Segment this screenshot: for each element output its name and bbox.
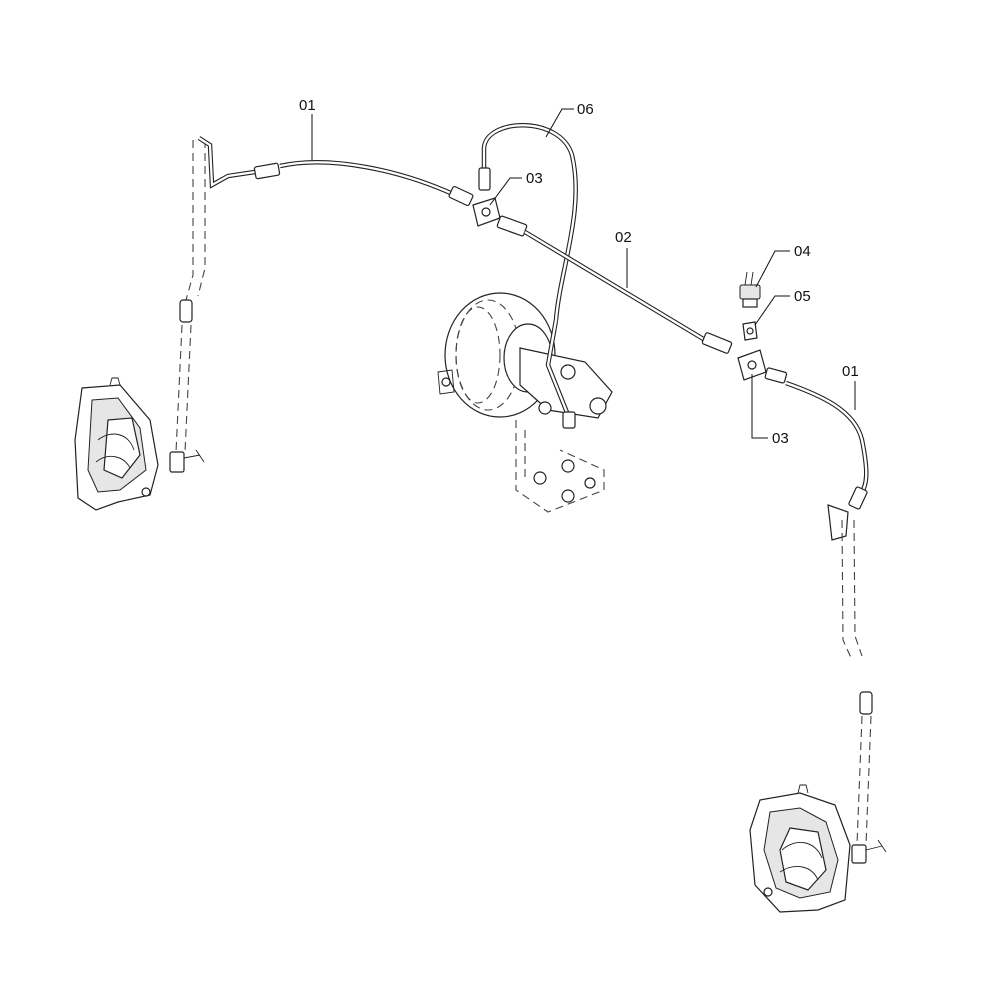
callout-label: 01 [299, 97, 316, 114]
callout-label: 03 [526, 170, 543, 187]
callout-label: 05 [794, 288, 811, 305]
callout-06: 06 [545, 101, 594, 138]
brake-light-switch-04 [739, 271, 761, 308]
tee-fitting-03-upper [472, 197, 501, 227]
callout-01-left: 01 [299, 97, 316, 160]
brake-booster-master-cylinder [437, 292, 613, 429]
callout-03-lower: 03 [751, 374, 789, 447]
callout-05: 05 [754, 288, 811, 326]
tee-fitting-03-lower [737, 349, 788, 384]
callout-04: 04 [755, 243, 811, 288]
callout-label: 06 [577, 101, 594, 118]
callout-label: 03 [772, 430, 789, 447]
brake-line-01-left [169, 136, 474, 473]
brake-line-06 [478, 123, 578, 321]
callout-label: 02 [615, 229, 632, 246]
brake-line-01-right [785, 380, 887, 864]
callout-03-upper: 03 [489, 170, 543, 206]
right-brake-caliper [749, 784, 851, 913]
callout-01-right: 01 [842, 363, 859, 410]
callout-02: 02 [615, 229, 632, 288]
booster-mounting-bracket [515, 420, 605, 513]
callout-label: 04 [794, 243, 811, 260]
left-brake-caliper [74, 377, 159, 511]
brake-line-02 [496, 215, 733, 354]
adaptor-05 [742, 321, 758, 341]
callout-label: 01 [842, 363, 859, 380]
